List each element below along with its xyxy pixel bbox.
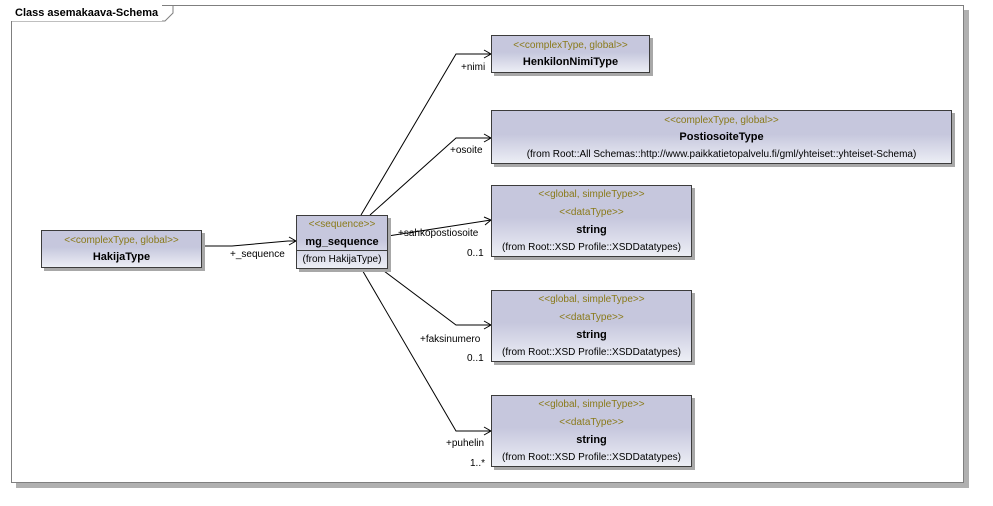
string-1-name: string (576, 224, 607, 236)
postiosoitetype-stereotype: <<complexType, global>> (664, 115, 779, 126)
string-2-stereotype: <<global, simpleType>> (538, 294, 645, 305)
edge-faksi (379, 267, 491, 326)
string-2-name: string (576, 329, 607, 341)
role-label-sequence: +_sequence (230, 249, 285, 260)
role-label-nimi: +nimi (461, 62, 486, 73)
edge-puhelin (360, 267, 491, 432)
multiplicity-puhelin: 1..* (470, 458, 486, 469)
hakijatype-name: HakijaType (92, 251, 151, 263)
multiplicity-faksinumero: 0..1 (467, 353, 484, 364)
hakijatype-class[interactable]: <<complexType, global>> HakijaType (41, 230, 202, 268)
edge-sahko (387, 219, 492, 237)
string-1-stereotype: <<global, simpleType>> (538, 189, 645, 200)
edge-hakija-sequence (202, 240, 296, 247)
postiosoitetype-name: PostiosoiteType (679, 131, 764, 143)
henkilonnimitype-class[interactable]: <<complexType, global>> HenkilonNimiType (491, 35, 650, 73)
string-1-stereotype-datatype: <<dataType>> (559, 207, 624, 218)
edge-osoite (369, 137, 491, 216)
string-3-name: string (576, 434, 607, 446)
mg-sequence-from: (from HakijaType) (302, 254, 382, 265)
hakijatype-stereotype: <<complexType, global>> (64, 235, 179, 246)
frame-title-tab (11, 5, 174, 22)
string-class-1[interactable]: <<global, simpleType>> <<dataType>> stri… (491, 185, 692, 257)
edge-nimi (360, 53, 491, 216)
role-label-sahkopostiosoite: +sahkopostiosoite (398, 228, 479, 239)
string-2-from: (from Root::XSD Profile::XSDDatatypes) (502, 347, 681, 358)
henkilonnimitype-name: HenkilonNimiType (522, 56, 619, 68)
mg-sequence-stereotype: <<sequence>> (308, 219, 376, 230)
postiosoitetype-class[interactable]: <<complexType, global>> PostiosoiteType … (491, 110, 952, 164)
role-label-puhelin: +puhelin (446, 438, 485, 449)
multiplicity-sahkopostiosoite: 0..1 (467, 248, 484, 259)
henkilonnimitype-stereotype: <<complexType, global>> (513, 40, 628, 51)
string-2-stereotype-datatype: <<dataType>> (559, 312, 624, 323)
frame-title: Class asemakaava-Schema (11, 5, 163, 21)
postiosoitetype-from: (from Root::All Schemas::http://www.paik… (526, 149, 917, 160)
string-3-from: (from Root::XSD Profile::XSDDatatypes) (502, 452, 681, 463)
string-1-from: (from Root::XSD Profile::XSDDatatypes) (502, 242, 681, 253)
string-class-3[interactable]: <<global, simpleType>> <<dataType>> stri… (491, 395, 692, 467)
mg-sequence-separator (297, 250, 387, 251)
mg-sequence-class[interactable]: <<sequence>> mg_sequence (from HakijaTyp… (296, 215, 388, 269)
role-label-osoite: +osoite (450, 145, 483, 156)
role-label-faksinumero: +faksinumero (420, 334, 481, 345)
mg-sequence-name: mg_sequence (305, 236, 379, 248)
string-3-stereotype-datatype: <<dataType>> (559, 417, 624, 428)
string-3-stereotype: <<global, simpleType>> (538, 399, 645, 410)
string-class-2[interactable]: <<global, simpleType>> <<dataType>> stri… (491, 290, 692, 362)
